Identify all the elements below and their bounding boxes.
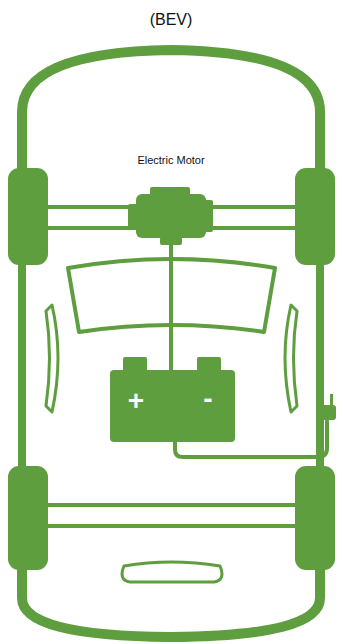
battery — [110, 357, 235, 442]
body-outline — [22, 566, 320, 637]
title: (BEV) — [150, 12, 193, 28]
body-side — [316, 262, 324, 468]
electric-motor — [128, 187, 213, 245]
terminal-sign: + — [128, 387, 144, 415]
part-label: Electric Motor — [137, 155, 204, 166]
rear-axle — [48, 503, 295, 507]
body-outline — [22, 50, 320, 170]
wheel — [8, 168, 48, 265]
terminal-sign: - — [203, 385, 212, 413]
side-window — [285, 305, 297, 412]
power-wire — [169, 238, 173, 370]
wheel — [295, 168, 335, 265]
plug-icon — [318, 394, 336, 420]
rear-window — [122, 562, 222, 582]
side-window — [46, 305, 58, 412]
rear-axle — [48, 524, 295, 528]
wheel — [295, 466, 335, 570]
body-side — [18, 262, 26, 468]
wheel — [8, 466, 48, 570]
